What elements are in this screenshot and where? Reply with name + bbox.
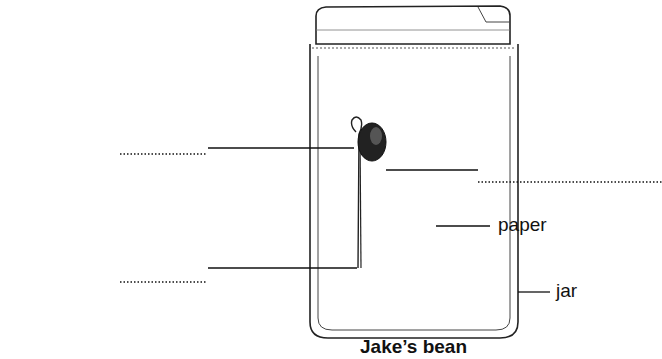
leader-line [436, 225, 490, 226]
leader-line [518, 291, 550, 292]
answer-line [478, 181, 662, 183]
leader-line [386, 169, 478, 170]
part-label: paper [498, 214, 547, 236]
bean-highlight [370, 127, 382, 145]
figure-caption: Jake’s bean [360, 336, 467, 358]
part-label: jar [556, 280, 577, 302]
jar-lid [316, 6, 510, 44]
jar-rim [312, 48, 516, 49]
paper-outline [318, 56, 510, 330]
leader-line [208, 147, 354, 148]
answer-line [120, 281, 206, 283]
answer-line [120, 153, 206, 155]
leader-line [208, 267, 357, 268]
bean-seed [358, 123, 386, 161]
lid-edge [316, 30, 510, 31]
jar-outline [310, 44, 518, 338]
lid-fold [478, 7, 510, 22]
